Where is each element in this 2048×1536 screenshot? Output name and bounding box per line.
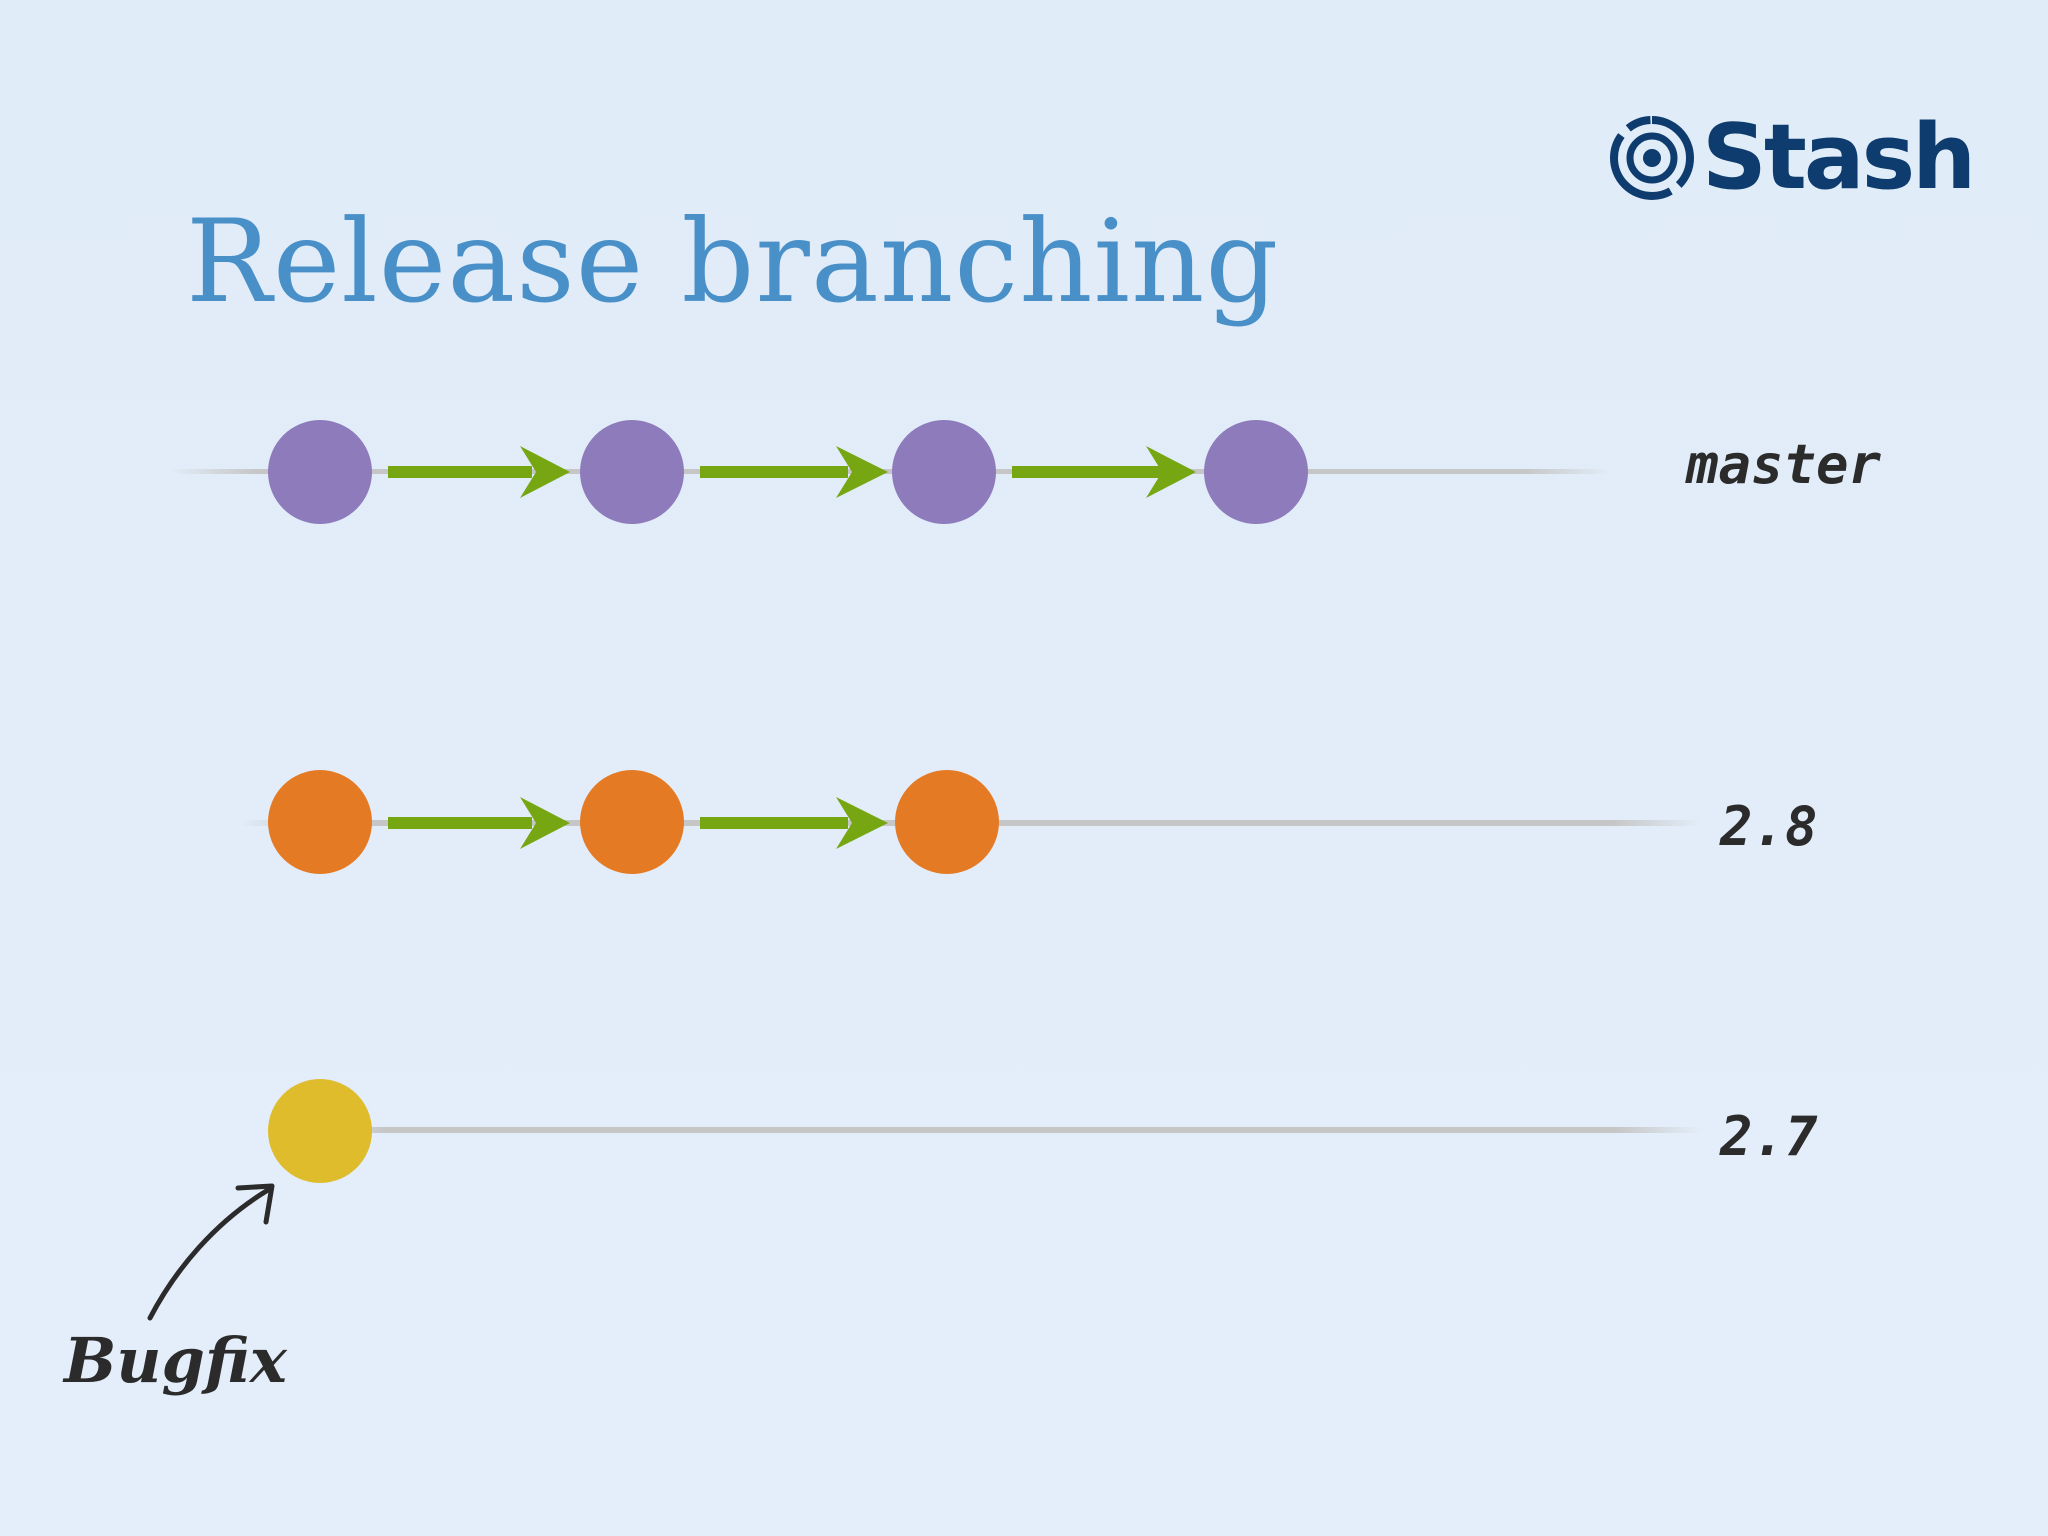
- bugfix-arrow: [147, 1183, 275, 1321]
- release-2-8-commit-3: [895, 770, 999, 874]
- release-2-8-commit-1: [268, 770, 372, 874]
- branch-label-master: master: [1686, 433, 1882, 496]
- release-2-7-branch-line: [300, 1127, 1700, 1133]
- bugfix-annotation: Bugfix: [64, 1324, 287, 1397]
- master-arrow-1: [388, 446, 570, 498]
- branch-label-2-7: 2.7: [1720, 1105, 1818, 1168]
- master-branch-line: [170, 469, 1610, 474]
- stash-logo-icon: [1610, 116, 1694, 200]
- master-arrow-3: [1012, 446, 1196, 498]
- release-2-8-arrow-2: [700, 797, 888, 849]
- slide-title: Release branching: [186, 195, 1280, 328]
- master-commit-2: [580, 420, 684, 524]
- master-commit-3: [892, 420, 996, 524]
- release-2-8-arrow-1: [388, 797, 570, 849]
- master-arrow-2: [700, 446, 888, 498]
- release-2-8-commit-2: [580, 770, 684, 874]
- stash-logo: Stash: [1610, 105, 1976, 210]
- branch-label-2-8: 2.8: [1720, 795, 1818, 858]
- master-commit-1: [268, 420, 372, 524]
- logo-wordmark: Stash: [1702, 105, 1976, 210]
- release-2-7-commit-1: [268, 1079, 372, 1183]
- master-commit-4: [1204, 420, 1308, 524]
